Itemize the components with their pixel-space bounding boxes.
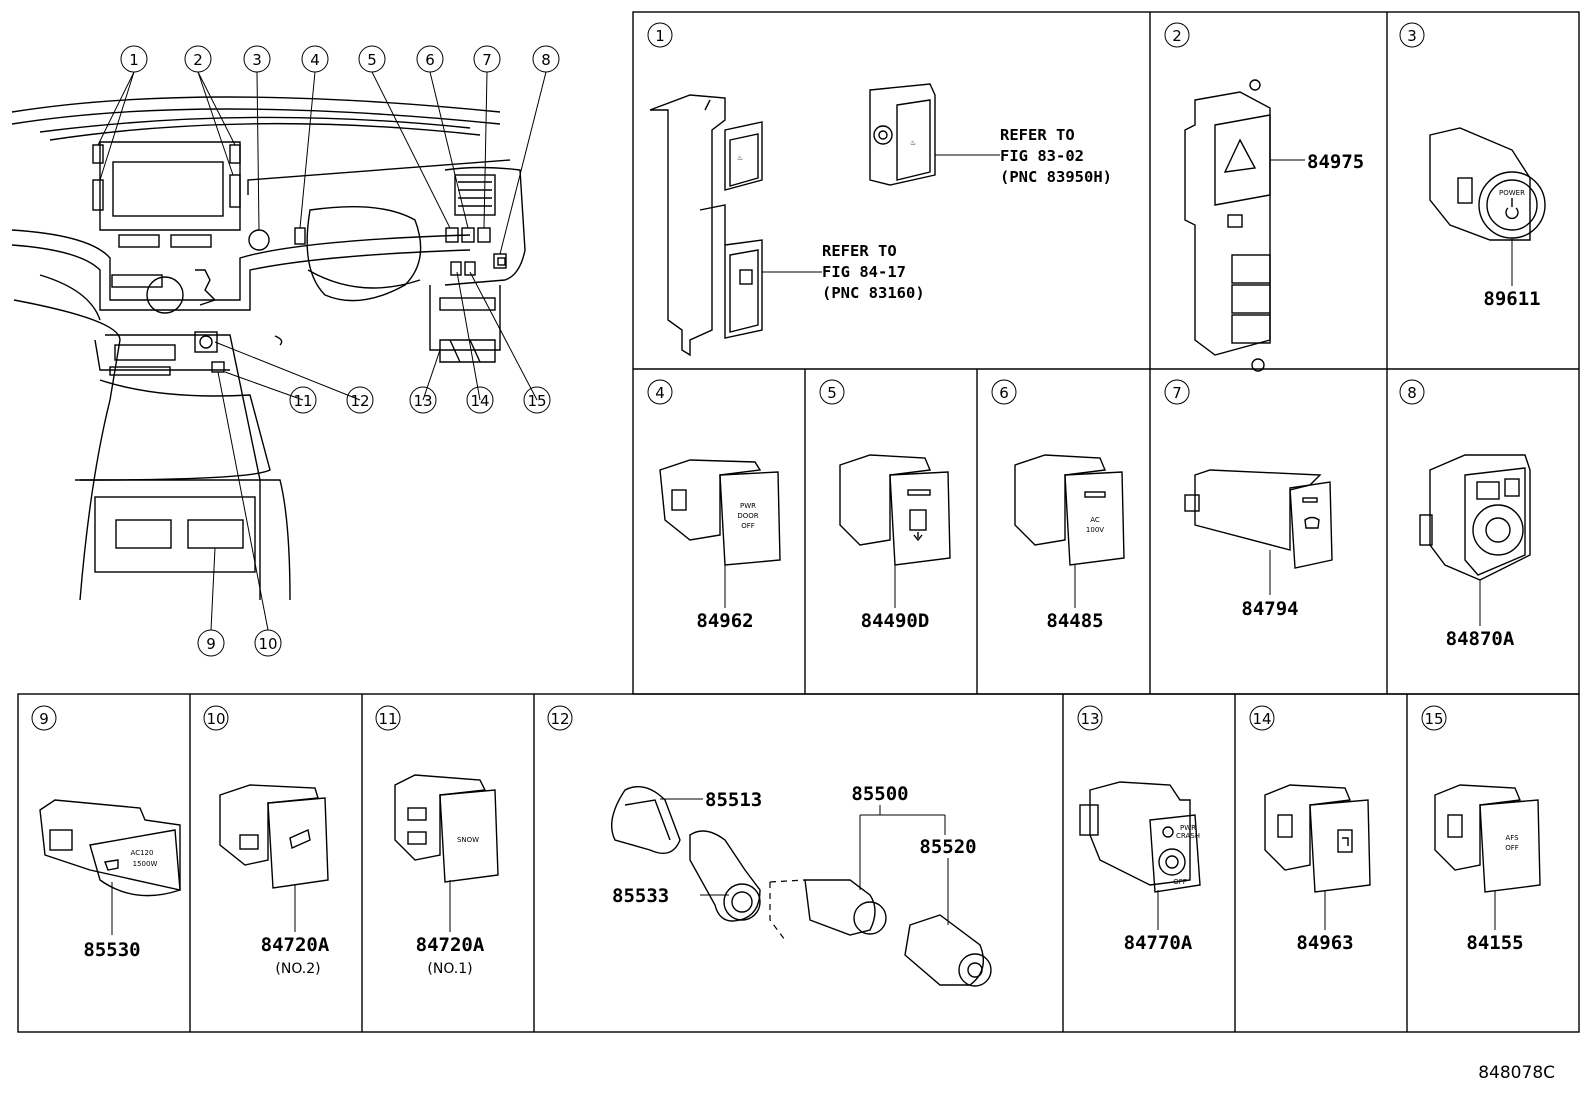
- s11-label: SNOW: [457, 836, 479, 844]
- callout-10: 10: [258, 635, 277, 653]
- s13-label-bot: OFF: [1173, 878, 1187, 886]
- ref-a-line1: REFER TO: [1000, 126, 1075, 144]
- panel-3-number: 3: [1407, 27, 1417, 45]
- s6-label-2: 100V: [1086, 526, 1104, 534]
- callout-4: 4: [310, 51, 320, 69]
- part-84490D: 84490D: [861, 610, 930, 632]
- part-84720A-no2: 84720A: [261, 934, 330, 956]
- panel-11-number: 11: [378, 710, 397, 728]
- panel-14: 14 84963: [1249, 705, 1371, 954]
- panel-10-number: 10: [206, 710, 225, 728]
- panel-8-number: 8: [1407, 384, 1417, 402]
- panel-6-number: 6: [999, 384, 1009, 402]
- panel-3: 3 POWER 89611: [1399, 22, 1546, 310]
- part-84770A: 84770A: [1124, 932, 1193, 954]
- ref-a-line3: (PNC 83950H): [1000, 168, 1112, 186]
- note-no2: (NO.2): [275, 961, 320, 977]
- callout-5: 5: [367, 51, 377, 69]
- panel-13-number: 13: [1080, 710, 1099, 728]
- panel-12: 12 85513 85500 85520 85533: [547, 705, 992, 987]
- ref-b-line1: REFER TO: [822, 242, 897, 260]
- callout-12: 12: [350, 392, 369, 410]
- panel-10: 10 84720A (NO.2): [203, 705, 330, 977]
- part-84794: 84794: [1241, 598, 1298, 620]
- callout-9: 9: [206, 635, 216, 653]
- panel-2: 2 84975: [1164, 22, 1364, 372]
- part-84975: 84975: [1307, 151, 1364, 173]
- part-85513: 85513: [705, 789, 762, 811]
- panel-14-number: 14: [1252, 710, 1271, 728]
- part-84963: 84963: [1296, 932, 1353, 954]
- s15-label-2: OFF: [1505, 844, 1519, 852]
- panel-15-number: 15: [1424, 710, 1443, 728]
- ref-a-line2: FIG 83-02: [1000, 147, 1084, 165]
- s9-label-1: AC120: [131, 849, 154, 857]
- panel-4: 4 PWR DOOR OFF 84962: [647, 379, 781, 632]
- panel-8: 8 84870A: [1399, 379, 1531, 650]
- callout-14: 14: [470, 392, 489, 410]
- s15-label-1: AFS: [1505, 834, 1519, 842]
- panel-6: 6 AC 100V 84485: [991, 379, 1125, 632]
- p1-switch-glyph-b: ♨: [910, 139, 916, 147]
- figure-id: 848078C: [1478, 1063, 1555, 1083]
- p1-switch-glyph-a: ♨: [737, 154, 743, 162]
- s13-label-top2: CRASH: [1176, 832, 1200, 840]
- callout-8: 8: [541, 51, 551, 69]
- panel-13: 13 PWR CRASH OFF 84770A: [1077, 705, 1201, 954]
- panel-4-number: 4: [655, 384, 665, 402]
- s4-label-3: OFF: [741, 522, 755, 530]
- part-89611: 89611: [1483, 288, 1540, 310]
- part-85530: 85530: [83, 939, 140, 961]
- panel-7: 7 84794: [1164, 379, 1333, 620]
- s4-label-1: PWR: [740, 502, 756, 510]
- s4-label-2: DOOR: [737, 512, 758, 520]
- panel-9-number: 9: [39, 710, 49, 728]
- ref-b-line3: (PNC 83160): [822, 284, 925, 302]
- part-85533: 85533: [612, 885, 669, 907]
- panel-1: 1 ♨ ♨ REFER TO FIG 83-02 (PNC 83950H) RE…: [647, 22, 1112, 357]
- callout-1: 1: [129, 51, 139, 69]
- callout-6: 6: [425, 51, 435, 69]
- part-84962: 84962: [696, 610, 753, 632]
- part-84485: 84485: [1046, 610, 1103, 632]
- panel-7-number: 7: [1172, 384, 1182, 402]
- dashboard-overview: 1 2 3 4 5 6 7 8 9 10 11 12 13 14 15: [11, 45, 560, 657]
- s3-power-label: POWER: [1499, 189, 1525, 197]
- ref-b-line2: FIG 84-17: [822, 263, 906, 281]
- panel-12-number: 12: [550, 710, 569, 728]
- note-no1: (NO.1): [427, 961, 472, 977]
- part-85500: 85500: [851, 783, 908, 805]
- panel-5-number: 5: [827, 384, 837, 402]
- s9-label-2: 1500W: [133, 860, 158, 868]
- part-84155: 84155: [1466, 932, 1523, 954]
- callout-7: 7: [482, 51, 492, 69]
- callout-3: 3: [252, 51, 262, 69]
- panel-5: 5 84490D: [819, 379, 951, 632]
- part-84870A: 84870A: [1446, 628, 1515, 650]
- panel-15: 15 AFS OFF 84155: [1421, 705, 1541, 954]
- s6-label-1: AC: [1090, 516, 1100, 524]
- panel-grid: [17, 11, 1580, 1033]
- panel-1-number: 1: [655, 27, 665, 45]
- callout-2: 2: [193, 51, 203, 69]
- part-85520: 85520: [919, 836, 976, 858]
- callout-15: 15: [527, 392, 546, 410]
- callout-11: 11: [293, 392, 312, 410]
- panel-2-number: 2: [1172, 27, 1182, 45]
- panel-11: 11 SNOW 84720A (NO.1): [375, 705, 499, 977]
- panel-9: 9 AC120 1500W 85530: [31, 705, 181, 961]
- callout-13: 13: [413, 392, 432, 410]
- part-84720A-no1: 84720A: [416, 934, 485, 956]
- s13-label-top: PWR: [1180, 824, 1196, 832]
